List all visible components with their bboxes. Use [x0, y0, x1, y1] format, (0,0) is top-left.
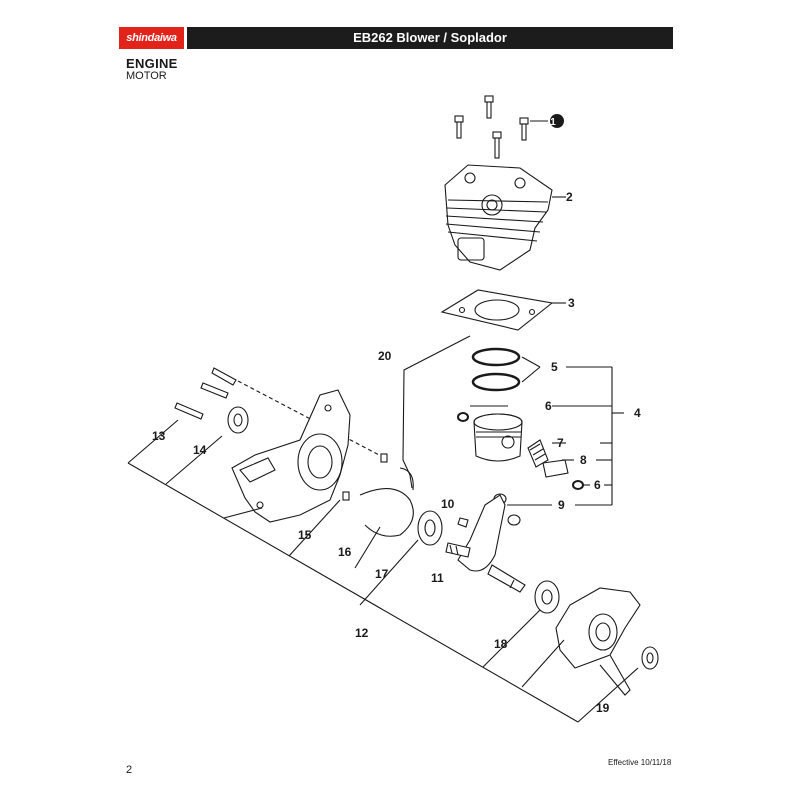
effective-date: Effective 10/11/18	[608, 758, 672, 767]
callout-11: 11	[431, 571, 444, 585]
section-title: ENGINE	[126, 56, 178, 71]
page-title: EB262 Blower / Soplador	[187, 27, 673, 49]
callout-4: 4	[634, 406, 641, 420]
callout-12: 12	[355, 626, 369, 640]
header-bar: shindaiwa EB262 Blower / Soplador	[119, 27, 673, 49]
oil-seal-19	[641, 646, 659, 670]
bearing-18	[534, 580, 560, 614]
needle-bearing	[527, 439, 549, 468]
callout-14: 14	[193, 443, 207, 457]
callout-13: 13	[152, 429, 166, 443]
callout-19: 19	[596, 701, 610, 715]
callout-7: 7	[557, 436, 564, 450]
bearing-17	[417, 510, 443, 546]
callout-2: 2	[566, 190, 573, 204]
crankcase-gasket	[359, 488, 414, 537]
crankcase-right	[555, 587, 641, 696]
callout-16: 16	[338, 545, 352, 559]
callout-5: 5	[551, 360, 558, 374]
crankcase-left	[231, 389, 351, 523]
crankshaft	[445, 494, 526, 593]
circlip-upper	[457, 412, 469, 422]
callout-1-marker	[550, 114, 564, 128]
callout-20: 20	[378, 349, 392, 363]
crankcase-bolts	[174, 367, 237, 420]
callout-1: 1	[550, 117, 556, 128]
piston-ring-upper	[471, 347, 521, 367]
callout-10: 10	[441, 497, 455, 511]
callout-17: 17	[375, 567, 389, 581]
leader-20	[402, 335, 471, 489]
callout-6b: 6	[594, 478, 601, 492]
piston-ring-lower	[471, 372, 521, 392]
callout-9: 9	[558, 498, 565, 512]
woodruff-key	[457, 517, 469, 528]
cylinder-bolts	[454, 95, 529, 159]
piston-pin	[542, 459, 569, 478]
page-number: 2	[126, 764, 133, 776]
section-subtitle: MOTOR	[126, 70, 167, 82]
callout-3: 3	[568, 296, 575, 310]
thrust-washer-lower	[507, 514, 521, 526]
callout-15: 15	[298, 528, 312, 542]
brand-logo: shindaiwa	[119, 27, 184, 49]
dowel-pin	[342, 491, 350, 501]
callout-6a: 6	[545, 399, 552, 413]
oil-seal-14	[227, 406, 249, 434]
callout-18: 18	[494, 637, 508, 651]
callout-8: 8	[580, 453, 587, 467]
piston	[473, 413, 523, 462]
cylinder	[444, 164, 553, 271]
